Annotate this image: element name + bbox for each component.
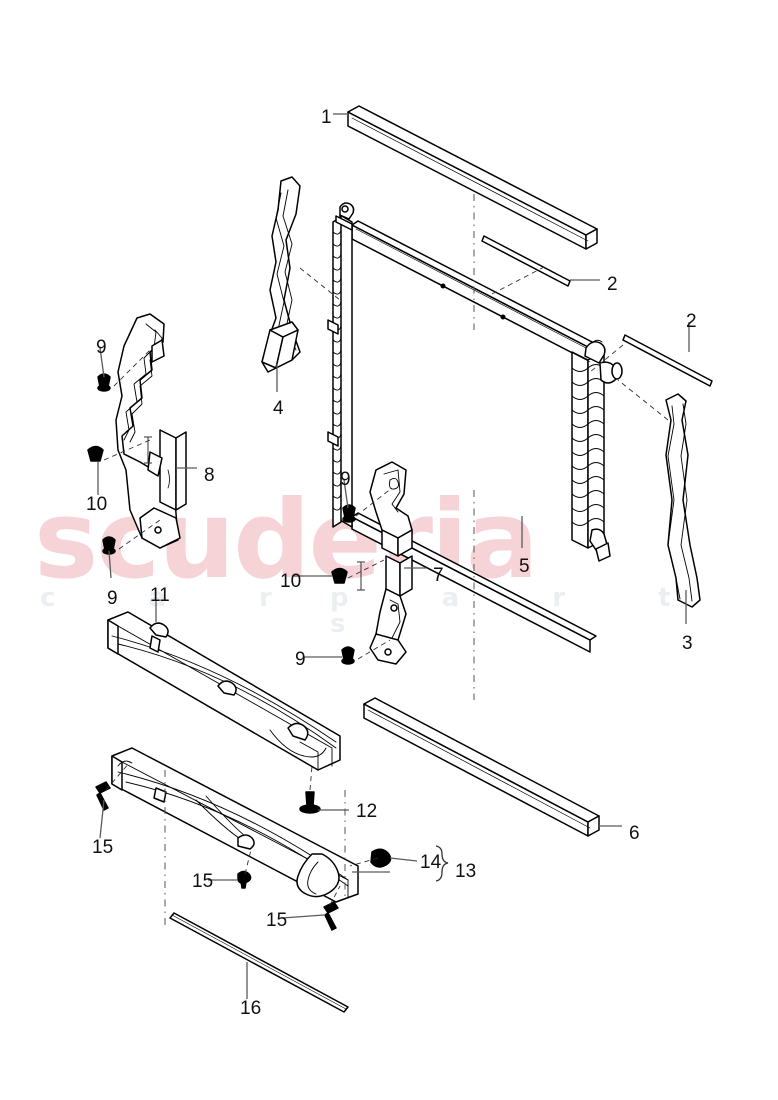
callout-9d: 9 xyxy=(295,649,306,670)
callout-3: 3 xyxy=(682,633,693,654)
fastener-group xyxy=(87,373,392,931)
part-lower-seal-strip xyxy=(169,912,349,1013)
part-left-side-bracket xyxy=(261,176,301,373)
callout-5: 5 xyxy=(519,556,530,577)
leader-lines xyxy=(97,113,690,999)
clip-fastener-b xyxy=(102,536,116,555)
screw-fastener-c xyxy=(323,901,339,931)
grommet-fastener xyxy=(299,791,321,814)
bolt-fastener-a xyxy=(87,445,104,462)
part-lower-rail-beam xyxy=(363,697,600,837)
callout-12: 12 xyxy=(356,801,378,822)
callout-15c: 15 xyxy=(266,910,288,931)
clip-fastener-c xyxy=(342,504,356,523)
callout-10b: 10 xyxy=(280,571,302,592)
part-upper-crossmember xyxy=(107,611,341,771)
clip-fastener-d xyxy=(341,646,355,665)
part-upper-rail-beam xyxy=(347,105,598,250)
callout-4: 4 xyxy=(273,398,284,419)
part-right-side-bracket xyxy=(665,393,701,608)
callout-2: 2 xyxy=(607,274,618,295)
callout-16: 16 xyxy=(240,998,262,1019)
pointer-lines xyxy=(103,265,669,906)
clip-fastener-a xyxy=(97,373,111,392)
part-lower-crossmember-assembly xyxy=(111,747,359,903)
dimension-brackets xyxy=(144,436,365,591)
bolt-fastener-b xyxy=(331,567,348,584)
callout-14: 14 xyxy=(420,852,442,873)
callout-13: 13 xyxy=(455,861,477,882)
part-side-seal-strip xyxy=(622,334,713,387)
part-right-mount-bracket xyxy=(369,461,413,665)
callout-9a: 9 xyxy=(96,337,107,358)
part-radiator xyxy=(327,202,623,653)
callout-8: 8 xyxy=(204,465,215,486)
callout-11: 11 xyxy=(150,585,170,606)
callout-2b: 2 xyxy=(686,311,697,332)
callout-10a: 10 xyxy=(86,494,108,515)
part-left-mount-bracket xyxy=(115,313,187,549)
callout-9b: 9 xyxy=(107,588,118,609)
callout-15a: 15 xyxy=(92,837,114,858)
assembly-bracket-13 xyxy=(435,845,449,882)
screw-fastener-b xyxy=(237,870,252,889)
part-upper-seal-strip xyxy=(481,235,571,287)
nut-clip xyxy=(370,848,392,868)
callout-6: 6 xyxy=(629,823,640,844)
callout-9c: 9 xyxy=(340,469,351,490)
center-lines xyxy=(164,194,475,930)
screw-fastener-a xyxy=(95,781,111,811)
callout-1: 1 xyxy=(321,107,332,128)
callout-7: 7 xyxy=(433,565,444,586)
callout-15b: 15 xyxy=(192,871,214,892)
